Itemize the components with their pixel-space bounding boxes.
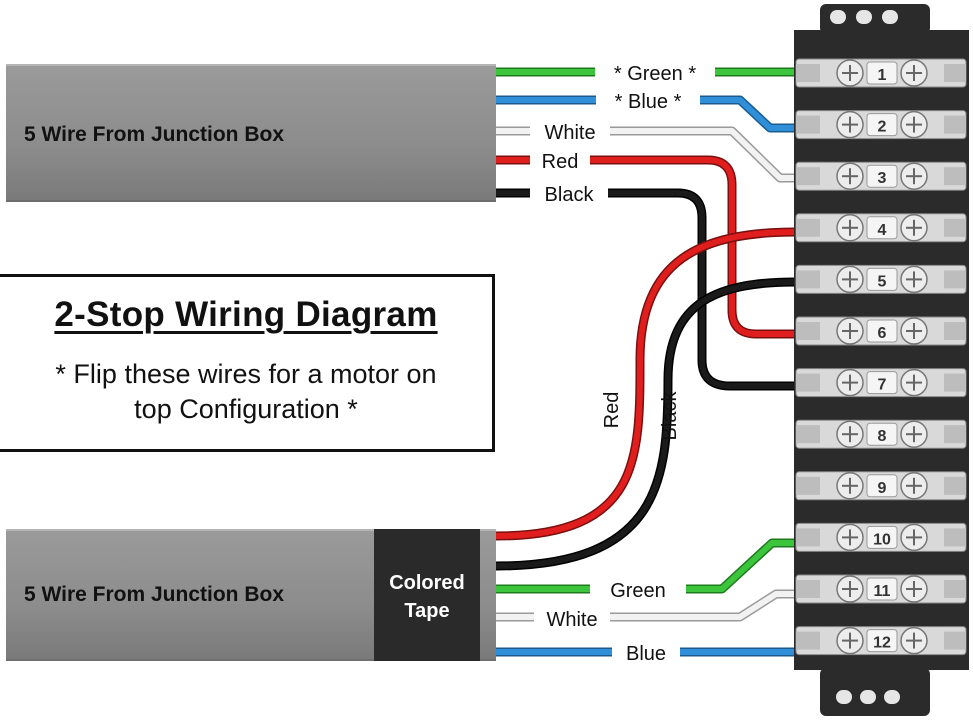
note-line2: top Configuration *	[134, 394, 358, 424]
diagram-note: * Flip these wires for a motor on top Co…	[10, 357, 482, 427]
terminal-10: 10	[795, 522, 967, 552]
label-blue-bottom: Blue	[626, 643, 666, 665]
top-cable: 5 Wire From Junction Box	[6, 64, 496, 202]
terminal-number: 10	[873, 531, 891, 548]
terminal-number: 3	[878, 170, 887, 187]
terminal-9: 9	[795, 471, 967, 501]
screw-icon	[900, 214, 928, 242]
screw-icon	[836, 110, 864, 139]
label-black-top: Black	[545, 184, 595, 206]
wire-red-bottom	[495, 227, 797, 541]
screw-icon	[900, 368, 928, 397]
screw-icon	[900, 59, 928, 87]
terminal-3: 3	[795, 161, 967, 191]
label-white-top: White	[544, 122, 595, 144]
screw-icon	[900, 110, 928, 139]
screw-icon	[900, 626, 928, 655]
title-box: 2-Stop Wiring Diagram * Flip these wires…	[0, 274, 495, 452]
screw-icon	[836, 575, 864, 603]
terminal-11: 11	[795, 574, 967, 604]
screw-icon	[836, 214, 864, 242]
screw-icon	[836, 472, 864, 500]
terminal-12: 12	[795, 626, 967, 656]
terminal-8: 8	[795, 419, 967, 449]
terminal-number: 12	[873, 635, 891, 652]
wire-white-bottom	[496, 589, 796, 622]
label-black-side: Black	[659, 391, 681, 441]
terminal-number: 8	[878, 428, 887, 445]
screw-icon	[900, 472, 928, 500]
screw-icon	[836, 162, 864, 190]
terminal-number: 9	[878, 480, 887, 497]
bottom-cable-label: 5 Wire From Junction Box	[24, 583, 285, 606]
screw-icon	[900, 265, 928, 294]
screw-icon	[900, 317, 928, 345]
terminal-7: 7	[795, 368, 967, 398]
label-white-bottom: White	[546, 609, 597, 631]
terminal-number: 4	[878, 222, 887, 239]
terminal-number: 2	[878, 119, 887, 136]
top-cable-label: 5 Wire From Junction Box	[24, 123, 285, 146]
label-red-side: Red	[601, 392, 623, 429]
terminal-number: 5	[878, 273, 887, 290]
screw-icon	[900, 162, 928, 190]
terminal-number: 7	[878, 377, 887, 394]
screw-icon	[900, 523, 928, 552]
screw-icon	[836, 265, 864, 294]
terminal-5: 5	[795, 264, 967, 294]
screw-icon	[836, 420, 864, 448]
note-line1: * Flip these wires for a motor on	[55, 359, 437, 389]
diagram-title: 2-Stop Wiring Diagram	[54, 295, 438, 334]
wire-black-top	[496, 188, 796, 391]
colored-tape: Colored Tape	[374, 529, 480, 661]
terminal-number: 6	[878, 325, 887, 342]
screw-icon	[836, 626, 864, 655]
terminal-4: 4	[795, 213, 967, 243]
label-blue-top: * Blue *	[615, 91, 682, 113]
screw-icon	[836, 317, 864, 345]
label-green-bottom: Green	[610, 580, 666, 602]
screw-icon	[836, 59, 864, 87]
terminal-2: 2	[795, 110, 967, 140]
terminal-6: 6	[795, 316, 967, 346]
label-green-top: * Green *	[614, 63, 696, 85]
terminal-number: 1	[878, 67, 887, 84]
colored-tape-line1: Colored	[389, 572, 465, 594]
wire-white-top	[496, 126, 796, 183]
screw-icon	[836, 523, 864, 552]
screw-icon	[900, 420, 928, 448]
wire-red-top	[496, 155, 796, 339]
terminal-number: 11	[874, 583, 891, 600]
colored-tape-line2: Tape	[404, 600, 450, 622]
screw-icon	[836, 368, 864, 397]
wire-black-bottom	[495, 277, 797, 571]
wire-labels-layer: * Green * * Blue * White Red Black Green…	[530, 59, 715, 665]
screw-icon	[900, 575, 928, 603]
terminal-1: 1	[795, 58, 967, 88]
label-red-top: Red	[542, 151, 579, 173]
